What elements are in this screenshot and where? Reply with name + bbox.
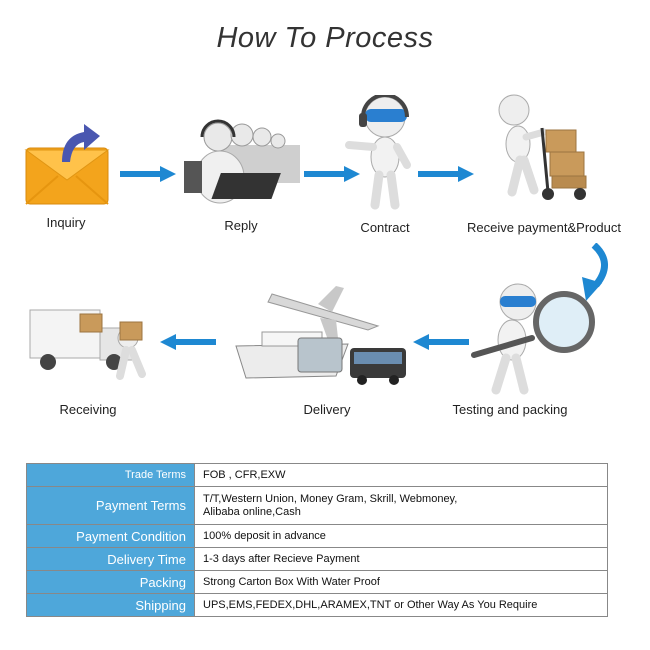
arrow-right-icon xyxy=(418,166,474,182)
step-receiving-label: Receiving xyxy=(59,402,117,417)
term-value: UPS,EMS,FEDEX,DHL,ARAMEX,TNT or Other Wa… xyxy=(194,593,608,617)
arrow-left-icon xyxy=(160,334,216,350)
term-value: Strong Carton Box With Water Proof xyxy=(194,570,608,594)
envelope-icon xyxy=(22,120,114,208)
operators-icon xyxy=(180,115,305,210)
table-row: Packing Strong Carton Box With Water Pro… xyxy=(26,570,608,594)
term-key: Packing xyxy=(26,570,195,594)
page-title: How To Process xyxy=(216,22,434,54)
headset-figure-icon xyxy=(345,95,425,210)
term-key: Trade Terms xyxy=(26,463,195,487)
magnifier-figure-icon xyxy=(468,280,613,395)
terms-table: Trade Terms FOB , CFR,EXW Payment Terms … xyxy=(26,463,608,617)
term-value: 1-3 days after Recieve Payment xyxy=(194,547,608,571)
term-key: Shipping xyxy=(26,593,195,617)
delivery-truck-icon xyxy=(20,300,160,380)
table-row: Delivery Time 1-3 days after Recieve Pay… xyxy=(26,547,608,571)
term-value: T/T,Western Union, Money Gram, Skrill, W… xyxy=(194,486,608,525)
step-reply-label: Reply xyxy=(224,218,258,233)
term-value: 100% deposit in advance xyxy=(194,524,608,548)
transport-icon xyxy=(228,282,408,392)
table-row: Payment Terms T/T,Western Union, Money G… xyxy=(26,486,608,525)
table-row: Shipping UPS,EMS,FEDEX,DHL,ARAMEX,TNT or… xyxy=(26,593,608,617)
step-receive-label: Receive payment&Product xyxy=(467,220,621,235)
handtruck-figure-icon xyxy=(490,92,600,202)
table-row: Payment Condition 100% deposit in advanc… xyxy=(26,524,608,548)
step-contract-label: Contract xyxy=(360,220,410,235)
term-key: Payment Condition xyxy=(26,524,195,548)
term-key: Payment Terms xyxy=(26,486,195,525)
step-testing-label: Testing and packing xyxy=(452,402,568,417)
term-key: Delivery Time xyxy=(26,547,195,571)
table-row: Trade Terms FOB , CFR,EXW xyxy=(26,463,608,487)
arrow-right-icon xyxy=(304,166,360,182)
arrow-right-icon xyxy=(120,166,176,182)
term-value: FOB , CFR,EXW xyxy=(194,463,608,487)
term-value-line: T/T,Western Union, Money Gram, Skrill, W… xyxy=(203,492,458,505)
arrow-left-icon xyxy=(413,334,469,350)
term-value-line: Alibaba online,Cash xyxy=(203,505,301,518)
step-delivery-label: Delivery xyxy=(303,402,351,417)
step-inquiry-label: Inquiry xyxy=(46,215,86,230)
curved-arrow-icon xyxy=(572,243,614,303)
